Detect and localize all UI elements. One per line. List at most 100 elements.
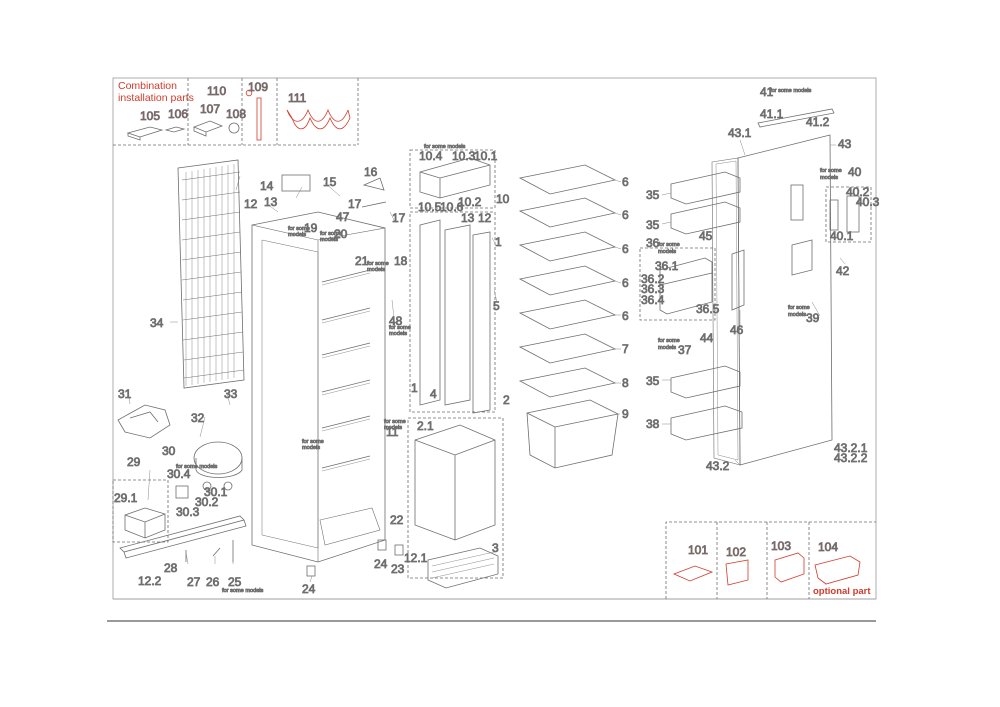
note-36-a: for some	[658, 242, 680, 248]
callout-34: 34	[150, 316, 164, 330]
callout-22: 22	[390, 513, 404, 527]
callout-30-4: 30.4	[167, 467, 191, 481]
note-41: for some models	[770, 88, 812, 94]
callout-48: 48	[389, 314, 403, 328]
callout-30-2: 30.2	[195, 495, 219, 509]
callout-36-4: 36.4	[641, 293, 665, 307]
callout-10: 10	[496, 192, 510, 206]
callout-110: 110	[207, 84, 226, 98]
glass-shelves	[518, 164, 617, 398]
callout-18: 18	[394, 254, 408, 268]
callout-40-3: 40.3	[856, 195, 880, 209]
callout-1b: 1	[411, 381, 418, 395]
part-110	[245, 89, 253, 97]
callout-10-2: 10.2	[458, 195, 482, 209]
callout-10-6: 10.6	[440, 200, 464, 214]
callout-28: 28	[164, 561, 178, 575]
part-43-door	[711, 134, 833, 466]
note-40-a: for some	[820, 168, 842, 174]
callout-9: 9	[622, 407, 629, 421]
part-106	[164, 126, 186, 133]
callout-6e: 6	[622, 309, 629, 323]
combination-parts-heading: Combination installation parts	[118, 80, 194, 104]
callout-41-2: 41.2	[806, 115, 830, 129]
callout-37: 37	[678, 343, 692, 357]
box-10	[409, 149, 496, 209]
part-2-1-evaporator-box	[414, 424, 496, 541]
callout-7: 7	[622, 342, 629, 356]
note-48-b: models	[389, 331, 407, 337]
callout-35c: 35	[646, 374, 660, 388]
part-108	[228, 122, 240, 134]
callout-38: 38	[646, 417, 660, 431]
part-46-handle	[731, 249, 745, 311]
note-40-b: models	[820, 175, 838, 181]
callout-31: 31	[118, 387, 132, 401]
model-notes: for some models for some models for some…	[176, 88, 843, 595]
callout-13b: 13	[461, 211, 475, 225]
part-40-dispenser	[829, 195, 860, 233]
callout-17a: 17	[348, 197, 362, 211]
door-bins	[670, 171, 743, 441]
callout-1: 1	[495, 235, 502, 249]
callout-3: 3	[492, 541, 499, 555]
callout-6d: 6	[622, 276, 629, 290]
callout-42: 42	[836, 264, 850, 278]
callout-6b: 6	[622, 208, 629, 222]
cabinet-body	[251, 211, 386, 563]
callout-12b: 12	[478, 211, 492, 225]
note-20-a: for some	[320, 231, 342, 237]
callout-35b: 35	[646, 218, 660, 232]
note-box-10: for some models	[424, 144, 466, 150]
callout-33: 33	[224, 387, 238, 401]
note-19-a: for some	[288, 226, 310, 232]
callout-26: 26	[206, 575, 220, 589]
callout-21: 21	[355, 254, 369, 268]
note-cabinet-a: for some	[302, 439, 324, 445]
note-11-b: models	[384, 425, 402, 431]
part-14-display	[281, 174, 311, 192]
callout-103: 103	[771, 539, 791, 553]
callout-43-2-1: 43.2.1	[834, 441, 868, 455]
part-16-17-hinges	[361, 177, 387, 208]
note-37-a: for some	[658, 338, 680, 344]
callout-10-1: 10.1	[474, 149, 498, 163]
callout-5: 5	[493, 299, 500, 313]
callout-102: 102	[726, 545, 746, 559]
callout-19: 19	[304, 221, 318, 235]
part-34-condenser	[177, 159, 245, 389]
callout-29-1: 29.1	[114, 491, 138, 505]
callout-11: 11	[386, 425, 399, 439]
callout-105: 105	[140, 109, 160, 123]
callout-36-3: 36.3	[641, 282, 665, 296]
callout-24b: 24	[374, 557, 388, 571]
callout-36: 36	[646, 236, 660, 250]
note-36-b: models	[658, 249, 676, 255]
part-109	[256, 97, 262, 141]
heading-line-1: Combination	[118, 80, 177, 92]
callout-47: 47	[336, 210, 350, 224]
callout-23: 23	[391, 562, 405, 576]
part-27-26-25	[185, 540, 234, 562]
part-30-compressor	[193, 441, 243, 491]
callout-30-1: 30.1	[204, 485, 228, 499]
callout-30-3: 30.3	[176, 505, 200, 519]
callout-40-2: 40.2	[846, 185, 870, 199]
note-37-b: models	[658, 345, 676, 351]
callout-32: 32	[191, 411, 205, 425]
callout-107: 107	[200, 102, 220, 116]
callout-10-5: 10.5	[418, 200, 442, 214]
part-9-crisper	[526, 399, 619, 469]
callout-106: 106	[168, 107, 188, 121]
part-3-evaporator	[427, 547, 499, 589]
callout-12-2: 12.2	[138, 574, 162, 588]
part-36-dairy-box	[659, 257, 713, 315]
note-21-b: models	[367, 267, 385, 273]
note-cabinet-b: models	[302, 445, 320, 451]
callout-43-2: 43.2	[706, 459, 730, 473]
note-39-b: models	[788, 312, 806, 318]
box-29	[112, 479, 169, 543]
callout-104: 104	[818, 540, 838, 554]
